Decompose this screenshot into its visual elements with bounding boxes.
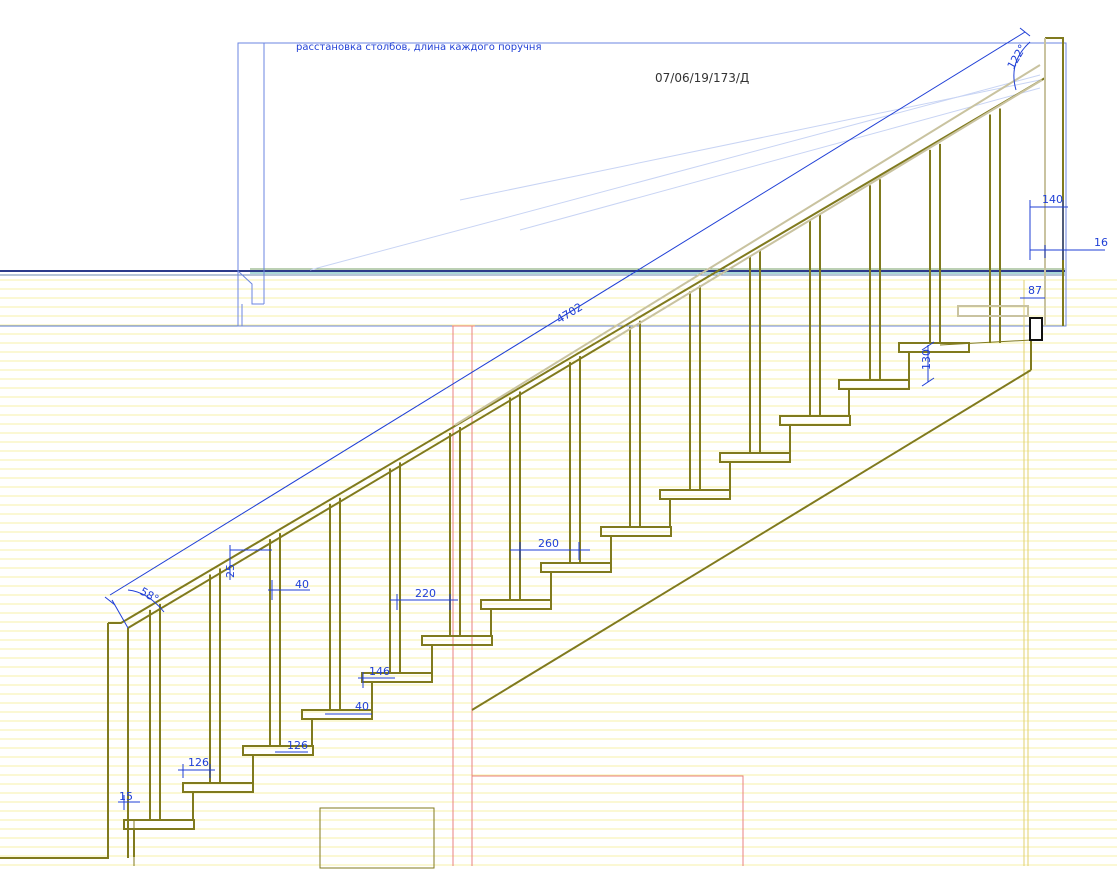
tread	[600, 526, 672, 537]
handrail	[108, 64, 1046, 629]
projection-lines	[309, 74, 1041, 271]
dim-126-lower: 126	[188, 756, 209, 769]
dim-130: 130	[920, 349, 933, 370]
drawing-code: 07/06/19/173/Д	[655, 71, 749, 85]
stair-treads	[123, 342, 970, 857]
tread	[779, 415, 851, 426]
stringer	[471, 340, 1032, 711]
dim-40-upper: 40	[295, 578, 309, 591]
upper-frame	[237, 42, 1067, 327]
dimension-lines	[104, 27, 1105, 810]
dim-15: 15	[119, 790, 133, 803]
dim-126-mid: 126	[287, 739, 308, 752]
drawing-note: расстановка столбов, длина каждого поруч…	[296, 42, 541, 53]
door-opening	[319, 807, 435, 869]
dim-16: 16	[1094, 236, 1108, 249]
dim-25: 25	[224, 564, 237, 578]
balusters	[149, 108, 1001, 820]
newel-posts	[0, 37, 1064, 866]
dim-87: 87	[1028, 284, 1042, 297]
dim-40-lower: 40	[355, 700, 369, 713]
tread	[480, 599, 552, 610]
tread	[182, 782, 254, 793]
dim-146: 146	[369, 665, 390, 678]
dimension-labels: 4702 122° 58° 140 16 87 130 260 220 146 …	[119, 42, 1108, 803]
dim-140: 140	[1042, 193, 1063, 206]
top-landing-line	[939, 339, 1032, 346]
right-wall	[1023, 280, 1029, 866]
tread	[838, 379, 910, 390]
tread	[540, 562, 612, 573]
dim-260: 260	[538, 537, 559, 550]
tread	[659, 489, 731, 500]
tread	[421, 635, 493, 646]
dim-220: 220	[415, 587, 436, 600]
dim-handrail-length: 4702	[554, 300, 585, 326]
tread	[719, 452, 791, 463]
tread	[898, 342, 970, 353]
dim-angle-top: 122°	[1005, 42, 1030, 71]
tread	[242, 745, 314, 756]
